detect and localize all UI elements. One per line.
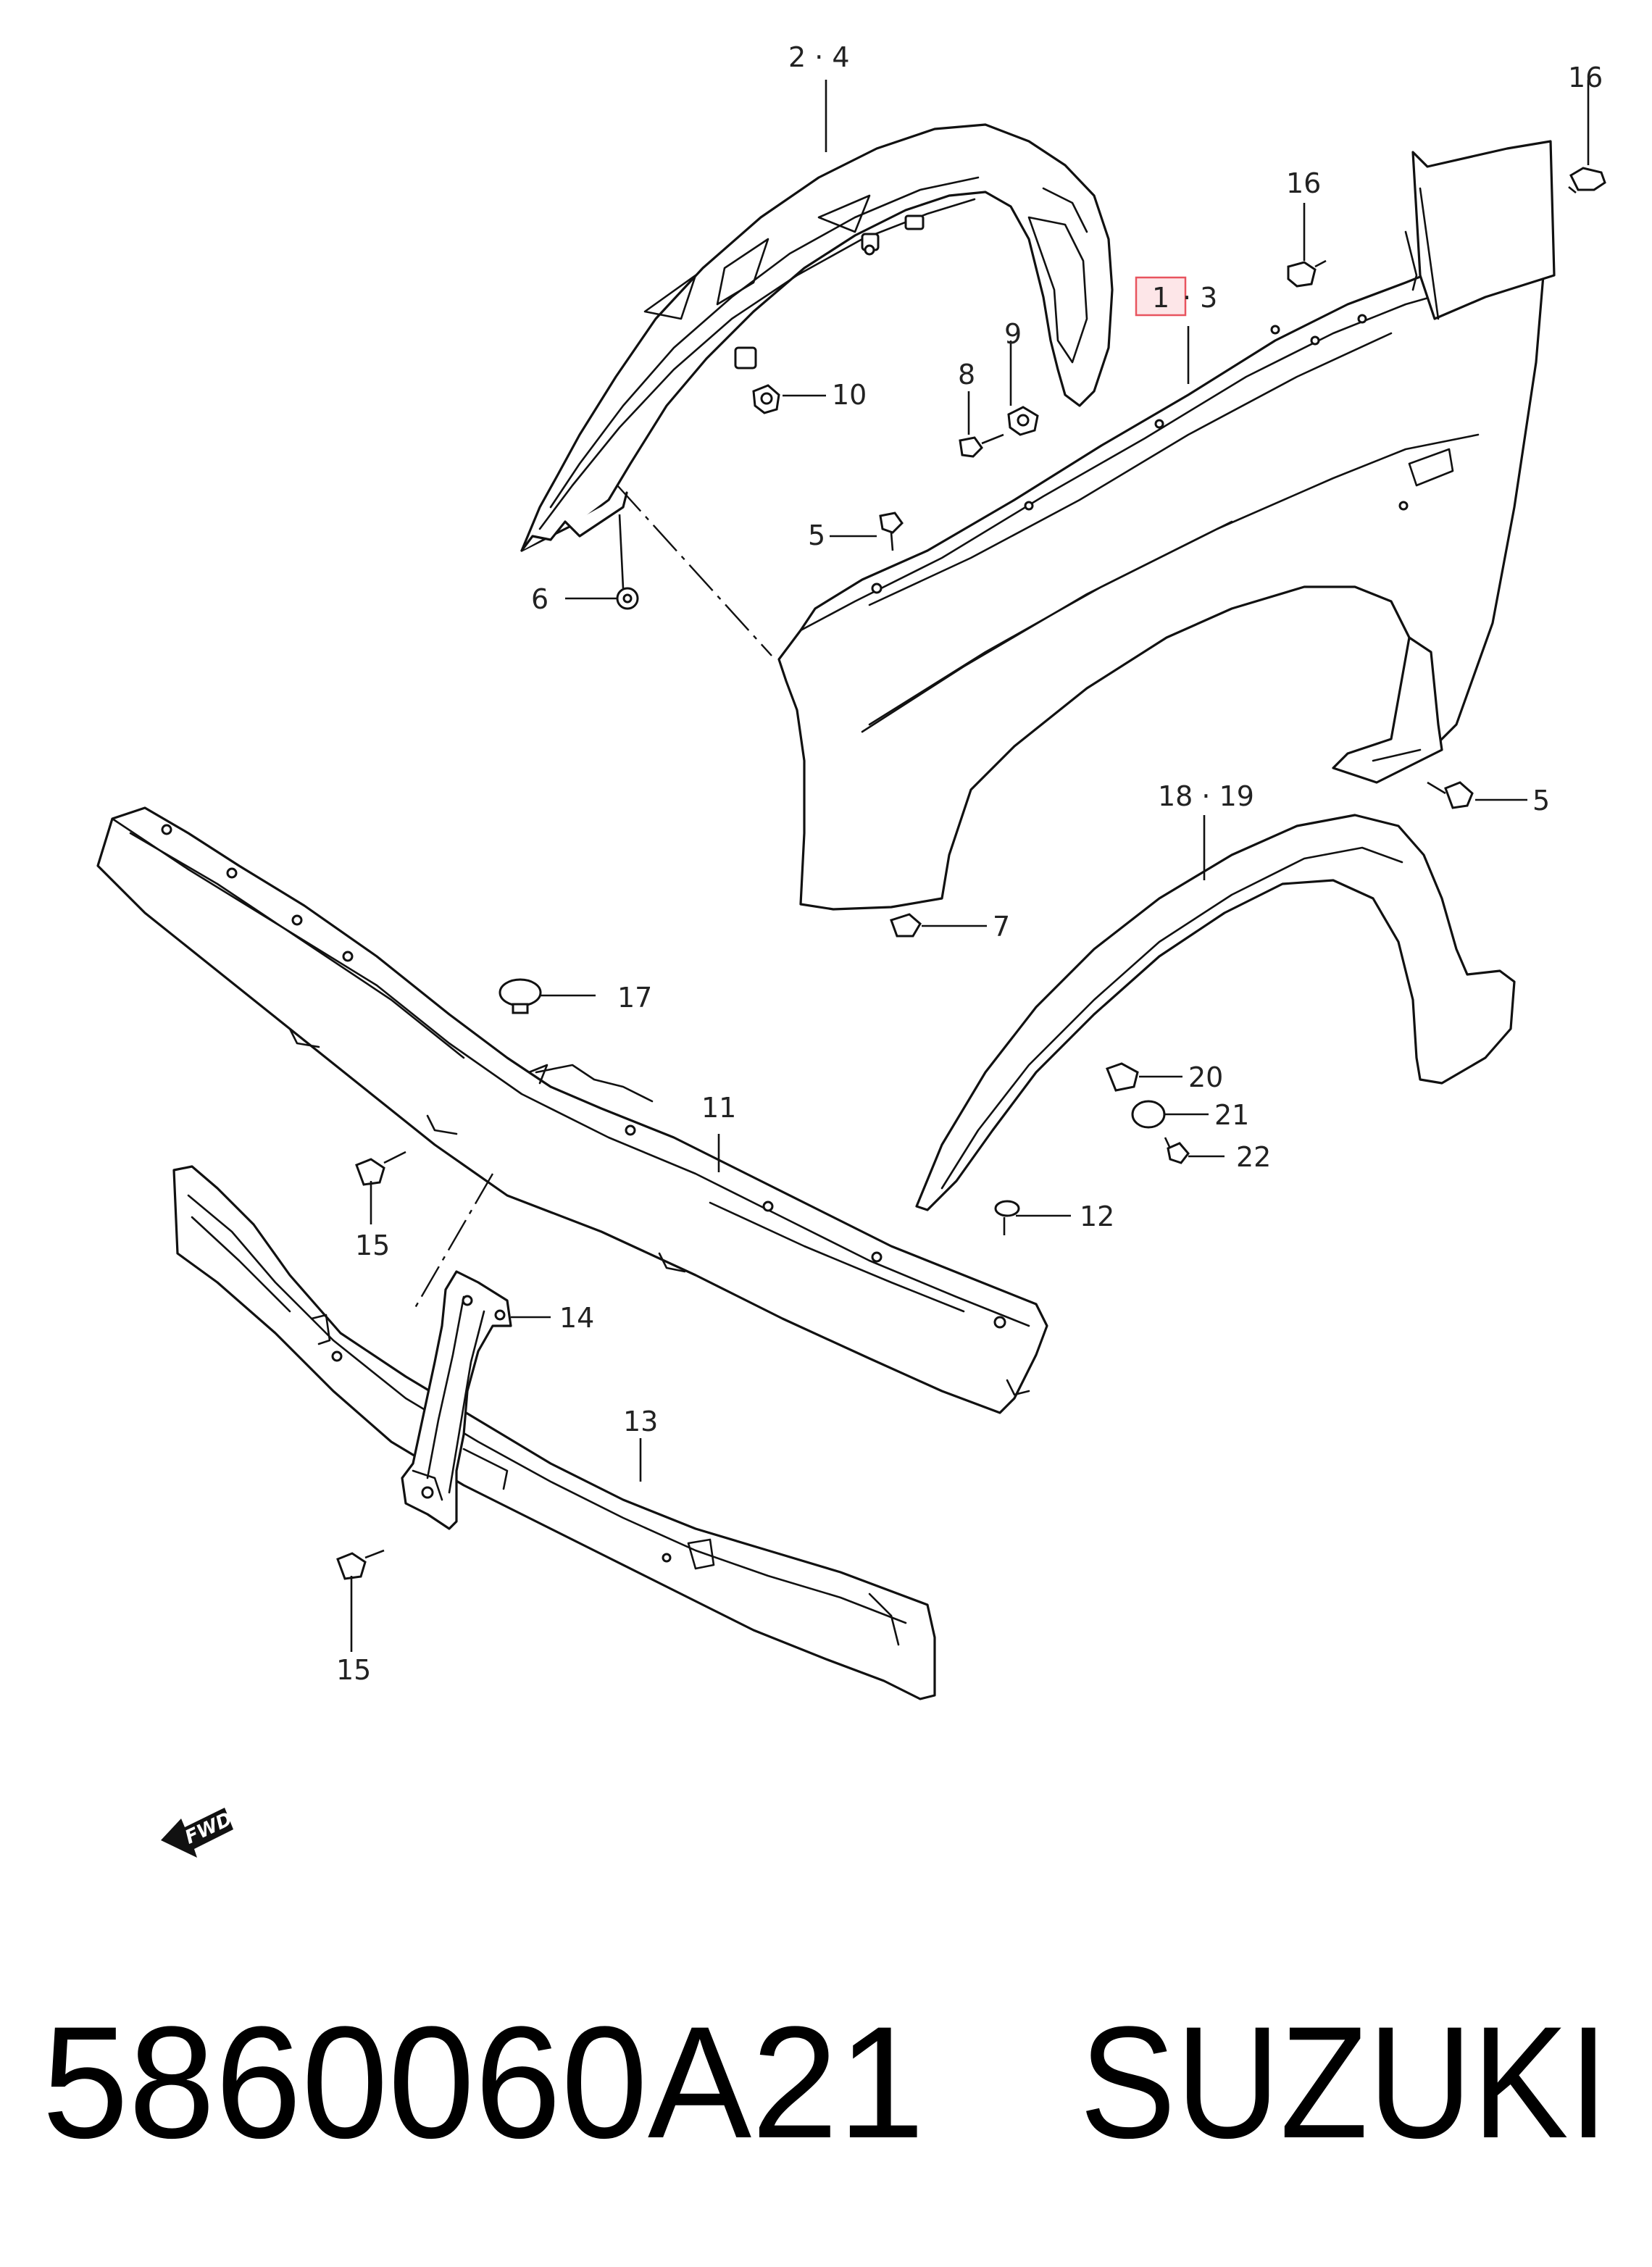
bumper-lower-member	[172, 1165, 936, 1700]
fender-liner	[520, 123, 1114, 552]
clip-10	[752, 384, 780, 414]
callout-12: 12	[1080, 1201, 1114, 1232]
bumper-reinforcement	[96, 806, 1048, 1414]
callout-20: 20	[1188, 1061, 1223, 1093]
callout-9: 9	[1004, 318, 1022, 350]
nut-20	[1106, 1062, 1139, 1092]
callout-21: 21	[1214, 1099, 1249, 1131]
bolt-15-upper	[355, 1151, 406, 1186]
callout-1: 1	[1152, 282, 1169, 314]
clip-16-upper	[1568, 167, 1606, 194]
callout-22: 22	[1236, 1141, 1271, 1173]
nut-6	[616, 587, 639, 610]
callout-10: 10	[832, 379, 867, 411]
screw-8	[959, 433, 1004, 458]
clip-9	[1007, 406, 1039, 436]
callout-7: 7	[993, 911, 1010, 943]
clip-5-upper	[879, 512, 904, 551]
callout-8: 8	[958, 359, 975, 391]
callout-18-19: 18 · 19	[1158, 780, 1254, 812]
callout-2-4: 2 · 4	[788, 41, 850, 73]
callouts: 2 · 4 16 16 1 · 3 9 8 10 5 6 5 18 · 19 7…	[336, 41, 1603, 1686]
forward-arrow-icon: FWD	[161, 1808, 235, 1858]
callout-3: · 3	[1182, 282, 1217, 314]
callout-5-lower: 5	[1532, 785, 1550, 817]
clip-7	[890, 913, 922, 938]
fender-flare	[915, 814, 1516, 1211]
brand-name: SUZUKI	[1080, 1993, 1609, 2171]
front-fender	[777, 140, 1556, 911]
fasteners	[336, 167, 1606, 1580]
callout-17: 17	[617, 982, 652, 1014]
callout-1-highlight	[1135, 276, 1187, 317]
callout-16-mid: 16	[1286, 167, 1321, 199]
washer-21	[1131, 1100, 1166, 1129]
leader-lines	[350, 80, 1590, 1652]
clip-5-lower	[1427, 781, 1474, 809]
parts-diagram: 2 · 4 16 16 1 · 3 9 8 10 5 6 5 18 · 19 7…	[96, 41, 1606, 1858]
caption-bar: 5860060A21 SUZUKI	[42, 1993, 1609, 2171]
grommet-17	[498, 978, 542, 1014]
part-number: 5860060A21	[42, 1993, 925, 2171]
callout-14: 14	[559, 1302, 594, 1334]
callout-5-upper: 5	[808, 519, 825, 551]
bumper-bracket	[401, 1270, 512, 1530]
screw-22	[1164, 1137, 1190, 1164]
callout-15-lower: 15	[336, 1654, 371, 1686]
svg-text:FWD: FWD	[182, 1808, 235, 1849]
callout-16-upper: 16	[1568, 62, 1603, 93]
bolt-12	[994, 1200, 1020, 1235]
bolt-15-lower	[336, 1549, 385, 1580]
callout-11: 11	[701, 1092, 736, 1124]
callout-13: 13	[623, 1406, 658, 1437]
callout-6: 6	[531, 583, 548, 615]
callout-15-upper: 15	[355, 1229, 390, 1261]
clip-16-mid	[1287, 259, 1327, 288]
